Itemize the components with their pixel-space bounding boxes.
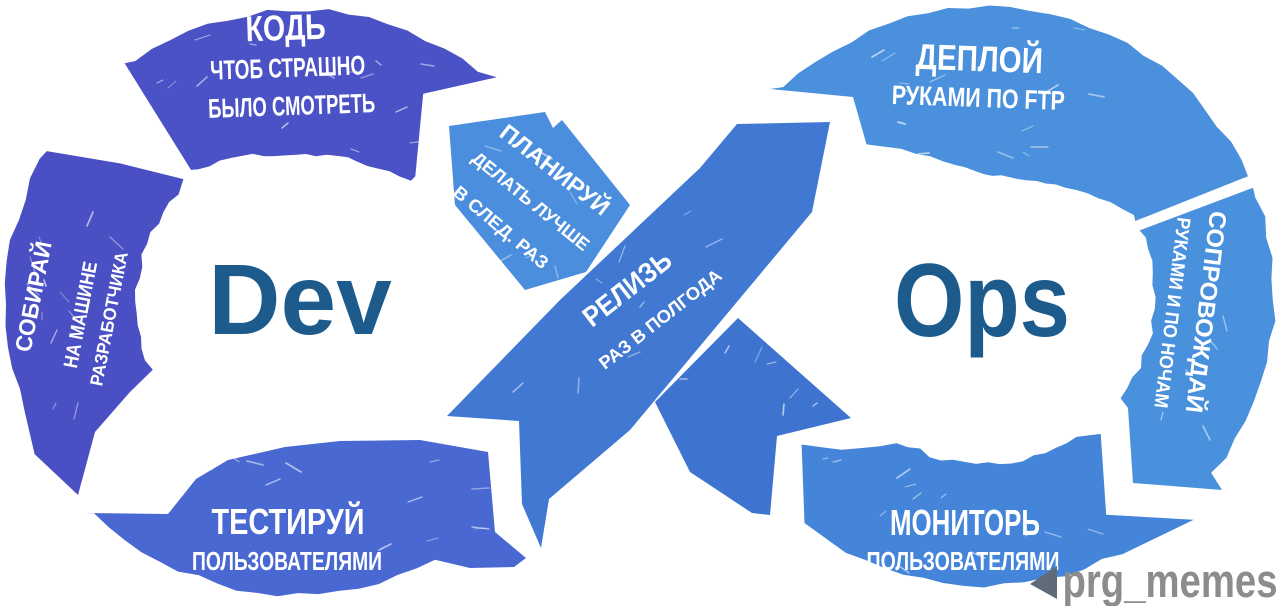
svg-text:РУКАМИ ПО FTP: РУКАМИ ПО FTP: [891, 80, 1065, 116]
svg-text:ПОЛЬЗОВАТЕЛЯМИ: ПОЛЬЗОВАТЕЛЯМИ: [192, 546, 382, 576]
svg-text:МОНИТОРЬ: МОНИТОРЬ: [890, 502, 1040, 543]
svg-text:ТЕСТИРУЙ: ТЕСТИРУЙ: [212, 500, 365, 542]
svg-text:КОДЬ: КОДЬ: [245, 6, 326, 50]
svg-text:Dev: Dev: [208, 244, 392, 356]
svg-text:БЫЛО СМОТРЕТЬ: БЫЛО СМОТРЕТЬ: [208, 88, 376, 124]
svg-text:prg_memes: prg_memes: [1063, 554, 1278, 606]
svg-text:ПОЛЬЗОВАТЕЛЯМИ: ПОЛЬЗОВАТЕЛЯМИ: [867, 546, 1060, 576]
svg-text:ДЕПЛОЙ: ДЕПЛОЙ: [915, 35, 1043, 81]
svg-text:ЧТОБ СТРАШНО: ЧТОБ СТРАШНО: [210, 50, 366, 85]
svg-text:Ops: Ops: [894, 243, 1070, 359]
